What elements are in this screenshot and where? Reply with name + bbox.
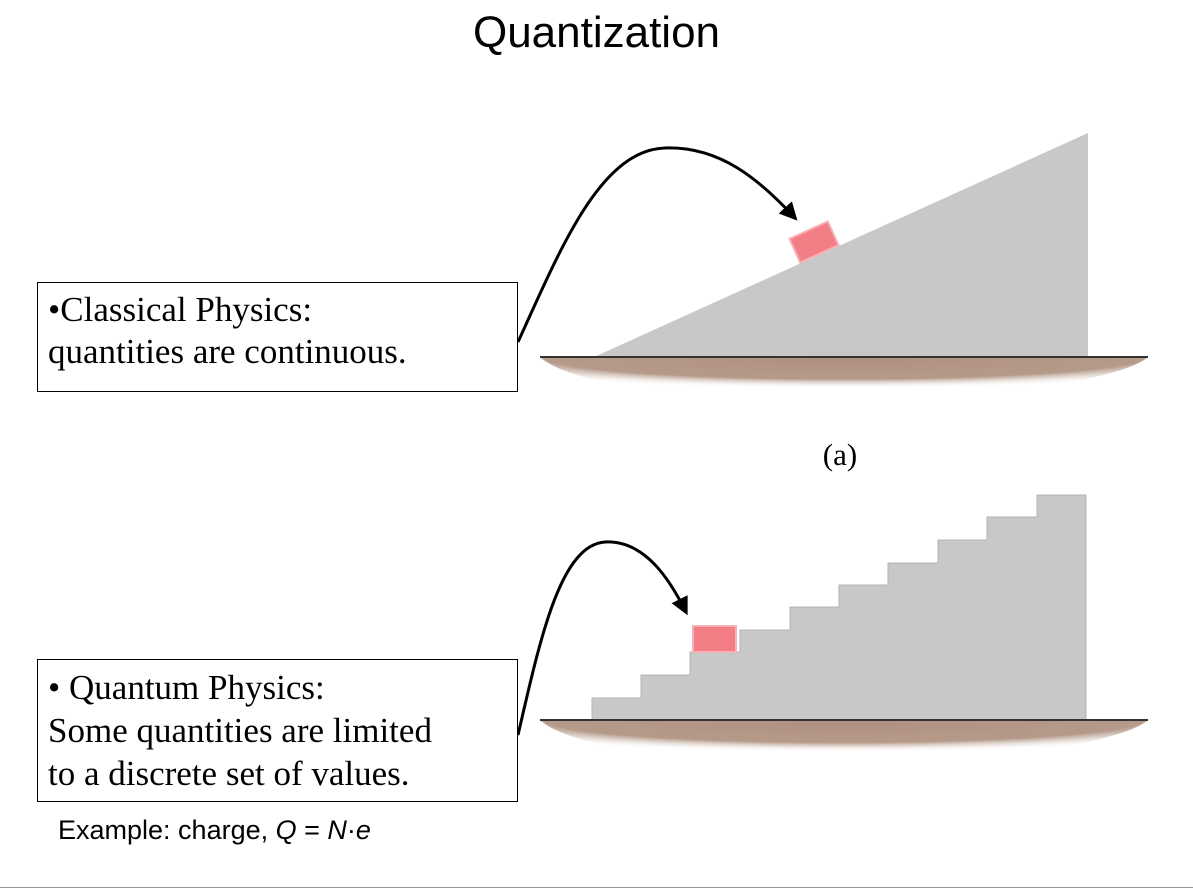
symbol-e: e xyxy=(355,815,371,845)
ground-soil-bottom xyxy=(540,720,1148,766)
example-charge: Example: charge, Q = N·e xyxy=(58,815,371,846)
quantum-description-line2: to a discrete set of values. xyxy=(48,754,410,793)
quantum-physics-box: • Quantum Physics: Some quantities are l… xyxy=(37,659,518,802)
trajectory-arrow-top xyxy=(516,146,798,343)
slide-title: Quantization xyxy=(472,8,721,57)
continuous-ramp xyxy=(594,133,1088,357)
staircase xyxy=(591,494,1087,721)
quantum-description-line1: Some quantities are limited xyxy=(48,711,432,750)
symbol-n: N xyxy=(327,815,347,845)
classical-description: quantities are continuous. xyxy=(48,332,407,371)
block-on-ramp xyxy=(788,220,840,264)
classical-heading: •Classical Physics: xyxy=(48,290,313,329)
ground-soil-top xyxy=(540,357,1148,402)
quantized-panel xyxy=(516,494,1148,766)
panel-label-a: (a) xyxy=(822,437,858,472)
block-on-step xyxy=(692,625,737,653)
trajectory-arrow-bottom xyxy=(516,540,688,736)
symbol-q: Q xyxy=(275,815,297,845)
quantum-heading: • Quantum Physics: xyxy=(48,668,325,707)
multiply-dot: · xyxy=(346,815,356,845)
example-prefix: Example: charge, xyxy=(58,815,276,845)
continuous-panel xyxy=(516,133,1148,402)
classical-physics-box: •Classical Physics: quantities are conti… xyxy=(37,282,518,392)
example-equals: = xyxy=(296,815,328,845)
bottom-divider xyxy=(0,887,1193,888)
